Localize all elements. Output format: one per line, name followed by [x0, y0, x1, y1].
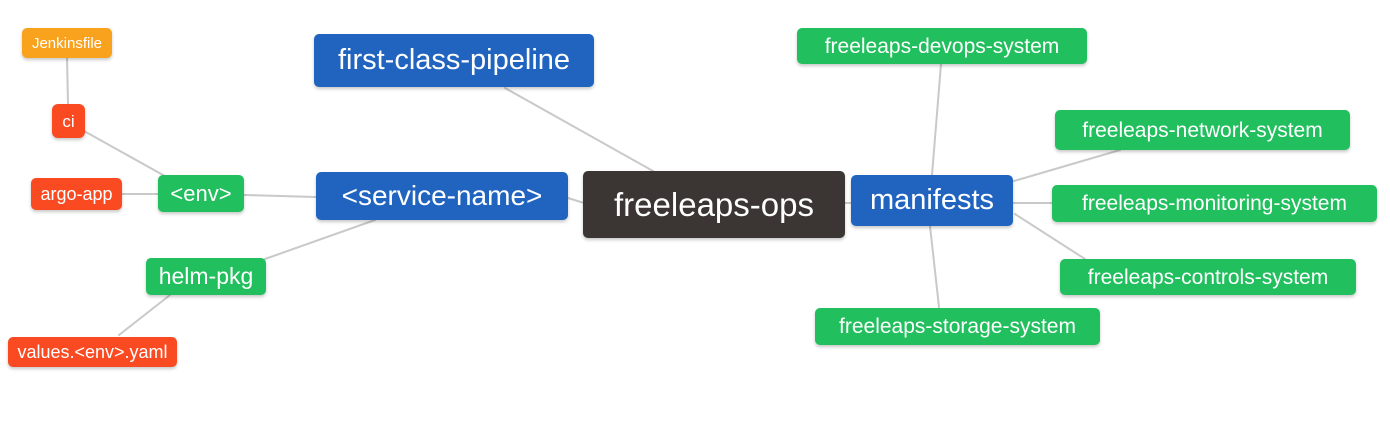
- node-manifests[interactable]: manifests: [851, 175, 1013, 226]
- edge-manifests-network: [1013, 149, 1121, 182]
- node-ci[interactable]: ci: [52, 104, 85, 138]
- node-helm-pkg[interactable]: helm-pkg: [146, 258, 266, 295]
- node-argo-app[interactable]: argo-app: [31, 178, 122, 210]
- node-freeleaps-ops-root[interactable]: freeleaps-ops: [583, 171, 845, 238]
- edge-service-name-helm-pkg: [264, 219, 376, 260]
- edge-service-name-root: [567, 197, 585, 204]
- node-freeleaps-monitoring-system[interactable]: freeleaps-monitoring-system: [1052, 185, 1377, 222]
- node-first-class-pipeline[interactable]: first-class-pipeline: [314, 34, 594, 87]
- node-env[interactable]: <env>: [158, 175, 244, 212]
- edge-helm-pkg-values-yaml: [118, 294, 171, 336]
- edge-ci-env: [83, 130, 173, 181]
- edge-env-service-name: [243, 194, 317, 198]
- edge-jenkinsfile-ci: [66, 57, 69, 105]
- edge-manifests-controls: [1014, 213, 1086, 260]
- node-freeleaps-devops-system[interactable]: freeleaps-devops-system: [797, 28, 1087, 64]
- node-service-name[interactable]: <service-name>: [316, 172, 568, 220]
- node-values-env-yaml[interactable]: values.<env>.yaml: [8, 337, 177, 367]
- node-freeleaps-network-system[interactable]: freeleaps-network-system: [1055, 110, 1350, 150]
- node-freeleaps-storage-system[interactable]: freeleaps-storage-system: [815, 308, 1100, 345]
- edge-manifests-storage: [929, 225, 940, 308]
- edge-manifests-devops: [931, 63, 942, 176]
- edge-pipeline-root: [504, 87, 654, 172]
- node-freeleaps-controls-system[interactable]: freeleaps-controls-system: [1060, 259, 1356, 295]
- node-jenkinsfile[interactable]: Jenkinsfile: [22, 28, 112, 58]
